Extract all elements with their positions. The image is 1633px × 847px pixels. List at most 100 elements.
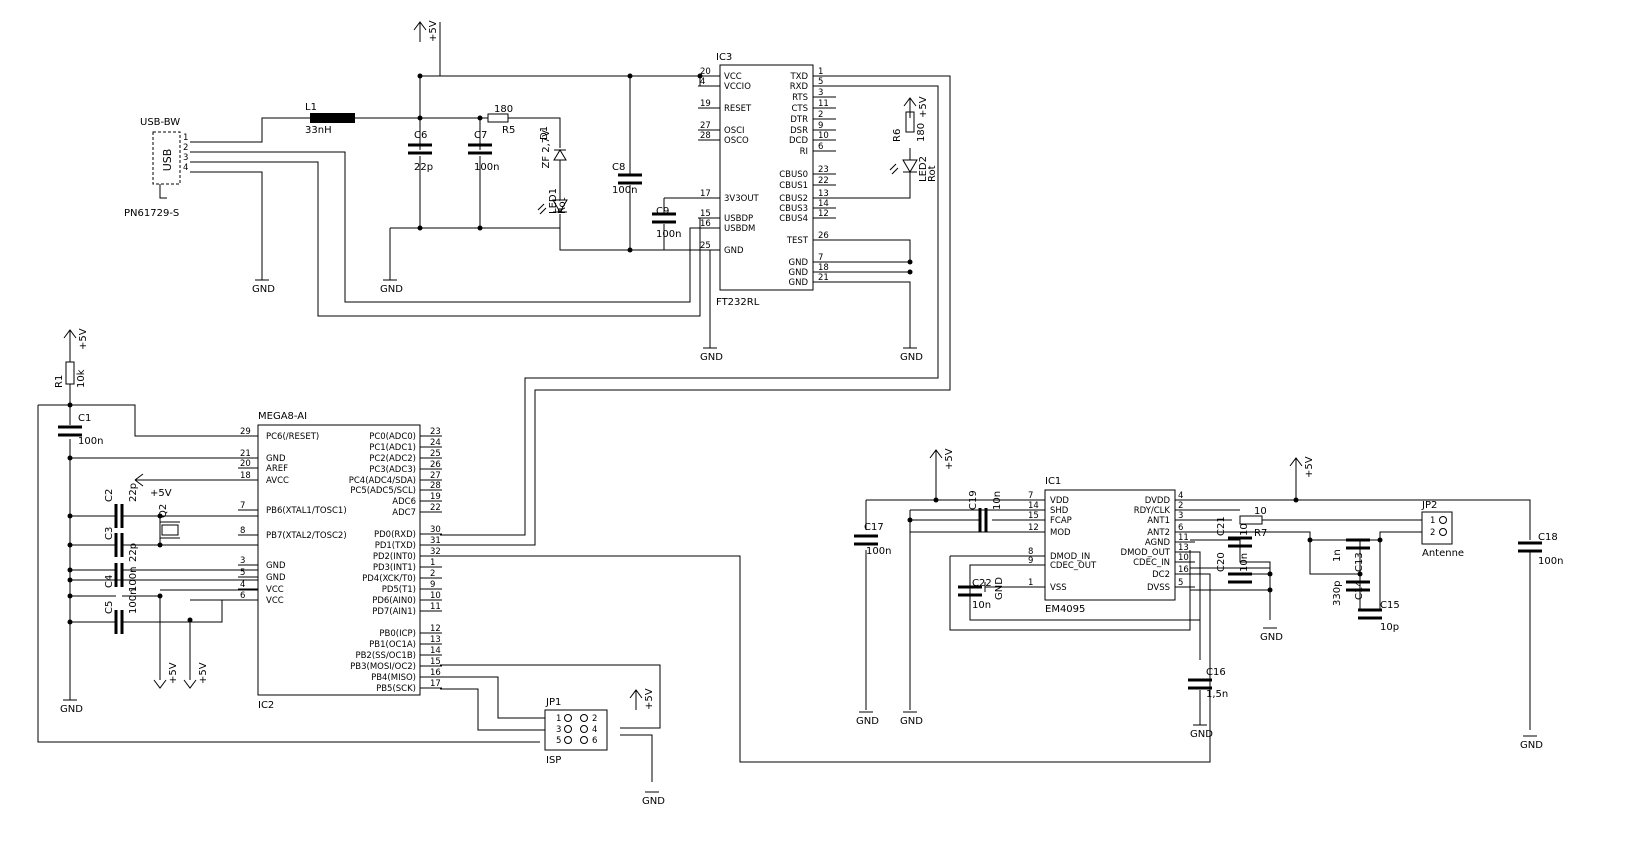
pin-number: 2: [430, 569, 435, 579]
d1-value: ZF 2,7V: [541, 130, 552, 169]
pin-name: AVCC: [266, 476, 289, 486]
pin-name: GND: [789, 268, 809, 278]
jp2-body: [1421, 511, 1453, 545]
c3-name: C3: [104, 527, 115, 540]
power-symbols: +5V+5V+5V+5V+5V+5V+5V+5V+5V: [63, 20, 1315, 710]
pin-number: 4: [700, 77, 705, 87]
capacitor-c3: C3 22p: [104, 527, 139, 562]
gnd-label: GND: [252, 284, 275, 295]
pin-number: 8: [1028, 547, 1033, 557]
pin-name: RXD: [790, 82, 809, 92]
pin-name: OSCO: [724, 136, 749, 146]
capacitor-c1: C1 100n: [58, 413, 103, 447]
pin-name: CTS: [791, 104, 808, 114]
pin-name: CDEC_OUT: [1050, 561, 1097, 571]
usb-body: [152, 131, 181, 185]
capacitor-c14: 330p C14: [1332, 580, 1370, 606]
l1-value: 33nH: [305, 125, 332, 136]
led1-value: Rot: [557, 197, 568, 214]
ic3-part: FT232RL: [716, 297, 760, 308]
c5-value: 100n: [128, 589, 139, 614]
pin-name: PC1(ADC1): [369, 443, 416, 453]
pin-name: PB2(SS/OC1B): [355, 651, 416, 661]
pin-name: PB3(MOSI/OC2): [350, 662, 416, 672]
capacitor-c20: C20 10n: [1216, 552, 1252, 584]
c17-value: 100n: [866, 546, 891, 557]
pin-number: 24: [430, 438, 441, 448]
pin-number: 19: [700, 99, 711, 109]
pin-name: VCC: [266, 596, 284, 606]
pin-number: 20: [700, 67, 711, 77]
c16-name: C16: [1206, 667, 1226, 678]
pin-number: 5: [818, 77, 823, 87]
pin-name: RESET: [724, 104, 752, 114]
pin-number: 14: [430, 646, 441, 656]
pin-number: 1: [430, 558, 435, 568]
pin-number: 12: [1028, 523, 1039, 533]
pin-number: 22: [818, 176, 829, 186]
d1-name: D1: [539, 126, 550, 140]
c6-name: C6: [414, 130, 427, 141]
pin-number: 27: [700, 121, 711, 131]
pin-number: 9: [430, 580, 435, 590]
pin-number: 9: [1028, 556, 1033, 566]
r5-name: R5: [502, 125, 515, 136]
capacitor-c5: C5 100n: [104, 589, 139, 634]
jp1-pin-5: 5: [556, 736, 561, 746]
pin-number: 6: [818, 142, 823, 152]
c21-value: 10n: [1239, 517, 1250, 536]
pin-number: 2: [1178, 501, 1183, 511]
capacitor-c18: C18 100n: [1518, 532, 1563, 567]
pin-name: AGND: [1145, 538, 1171, 548]
vcc-label: +5V: [78, 328, 89, 350]
pin-name: ANT1: [1147, 516, 1170, 526]
pin-number: 6: [1178, 523, 1183, 533]
c1-name: C1: [78, 413, 91, 424]
c18-name: C18: [1538, 532, 1558, 543]
gnd-label: GND: [900, 716, 923, 727]
capacitor-c22: C22 10n: [958, 578, 992, 611]
pin-name: DMOD_OUT: [1121, 548, 1171, 558]
gnd-label: GND: [380, 284, 403, 295]
pin-number: 16: [1178, 565, 1189, 575]
capacitor-c4: C4 100n: [104, 563, 139, 592]
vcc-label: +5V: [918, 96, 929, 118]
c16-value: 1,5n: [1206, 689, 1228, 700]
vcc-symbol: +5V: [183, 662, 209, 689]
c17-name: C17: [864, 522, 884, 533]
pin-number: 5: [240, 568, 245, 578]
led-led2: LED2 Rot: [889, 156, 938, 182]
pin-name: DVSS: [1147, 583, 1170, 593]
r1-name: R1: [54, 375, 65, 388]
pin-name: OSCI: [724, 126, 745, 136]
pin-number: 2: [818, 110, 823, 120]
pin-name: PC3(ADC3): [369, 465, 416, 475]
pin-number: 15: [700, 209, 711, 219]
pin-number: 9: [818, 121, 823, 131]
pin-name: PC2(ADC2): [369, 454, 416, 464]
capacitor-c17: C17 100n: [854, 522, 891, 557]
pin-name: PC5(ADC5/SCL): [350, 486, 416, 496]
led1-name: LED1: [548, 188, 559, 214]
vcc-symbol: +5V: [134, 473, 172, 499]
c22-name: C22: [972, 578, 992, 589]
pin-number: 25: [430, 449, 441, 459]
c22-value: 10n: [972, 600, 991, 611]
gnd-label: GND: [856, 716, 879, 727]
l1-body: [310, 113, 355, 123]
pin-name: CDEC_IN: [1133, 558, 1170, 568]
capacitor-c2: C2 22p: [104, 483, 139, 528]
capacitor-c6: C6 22p: [408, 130, 433, 173]
ground-symbol: GND: [252, 279, 275, 295]
pin-number: 10: [818, 131, 829, 141]
gnd-label: GND: [60, 704, 83, 715]
q2-body: [161, 524, 179, 536]
ground-symbol: GND: [1190, 724, 1213, 740]
pin-name: DCD: [789, 136, 808, 146]
usb-pin-1: 1: [183, 133, 188, 143]
